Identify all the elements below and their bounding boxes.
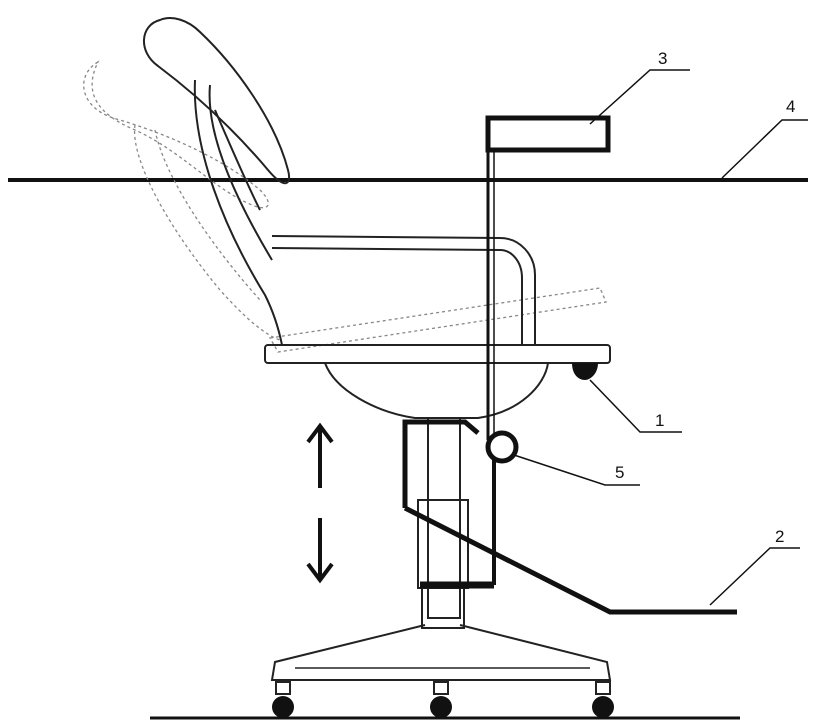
chair-base bbox=[270, 624, 612, 681]
height-lever bbox=[402, 419, 737, 615]
leader-lines bbox=[513, 69, 808, 606]
tilt-knob bbox=[572, 363, 598, 380]
wheels bbox=[272, 681, 614, 718]
armrest bbox=[271, 235, 536, 345]
label-3: 3 bbox=[658, 49, 667, 68]
label-1: 1 bbox=[655, 411, 664, 430]
tilted-seat-ghost bbox=[268, 287, 607, 353]
adjustment-ring bbox=[485, 430, 519, 464]
reclined-backrest-ghost bbox=[83, 60, 281, 341]
height-adjust-arrows bbox=[306, 422, 334, 584]
label-5: 5 bbox=[615, 463, 624, 482]
gas-cylinder bbox=[417, 417, 469, 629]
backrest bbox=[143, 17, 290, 346]
label-4: 4 bbox=[786, 97, 795, 116]
measuring-rod bbox=[485, 115, 611, 440]
label-2: 2 bbox=[775, 527, 784, 546]
seat bbox=[264, 344, 611, 419]
